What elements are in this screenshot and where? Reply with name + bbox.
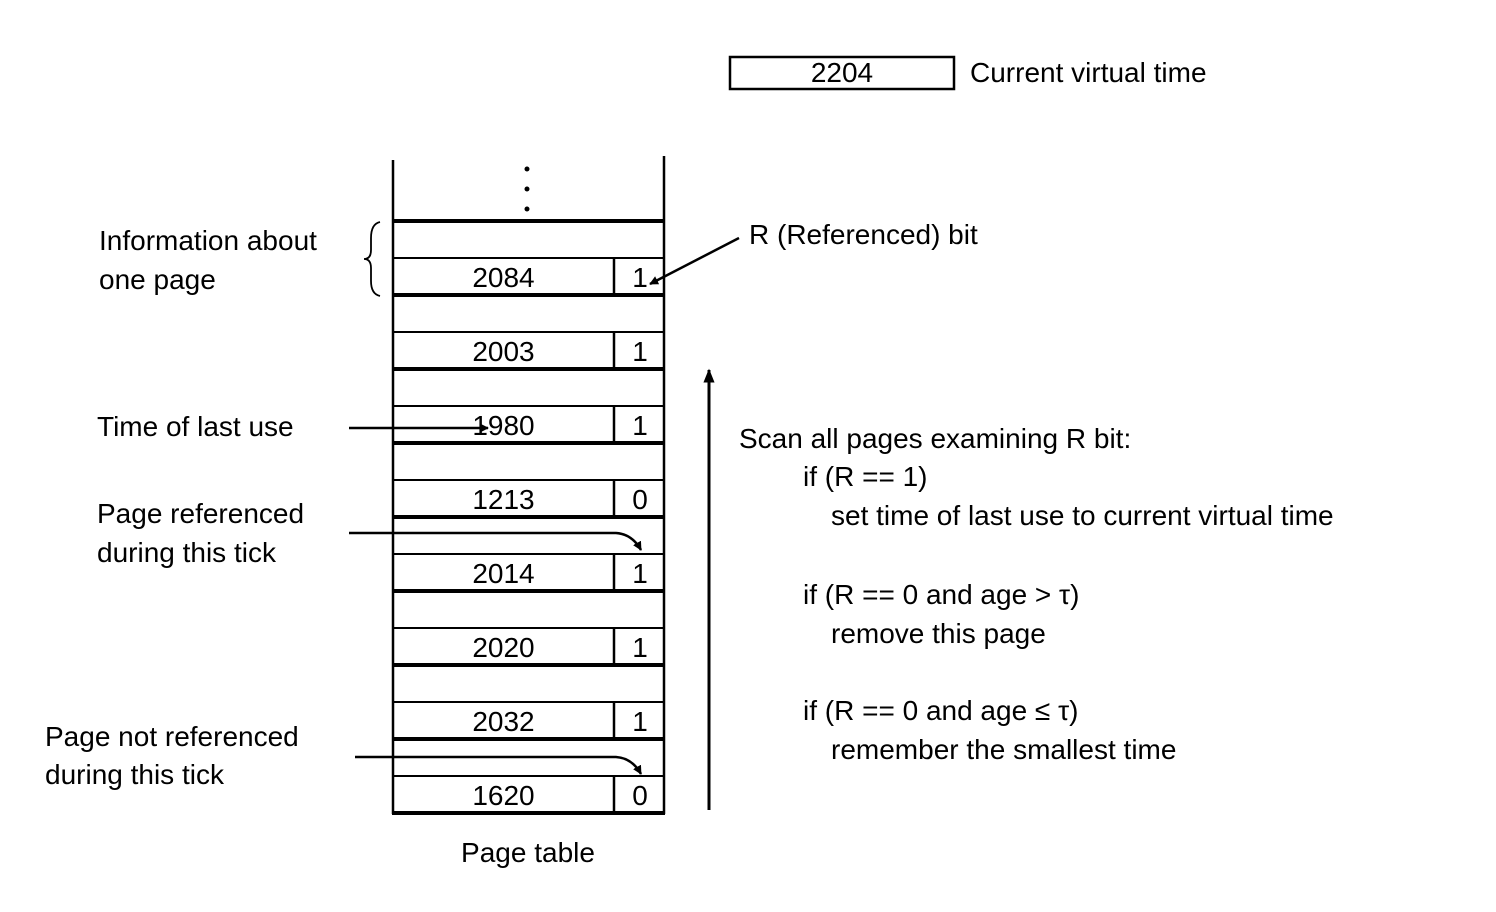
page-table-rows: 2084 1 2003 1 1980 1 1213 0 2014 1 2020 1 2032 1 1620 0 [392, 219, 665, 815]
r-bit-cell: 1 [632, 336, 648, 367]
ellipsis-dots [524, 166, 530, 212]
algorithm-line5: remove this page [831, 618, 1046, 649]
referenced-label-line2: during this tick [97, 537, 277, 568]
referenced-label-line1: Page referenced [97, 498, 304, 529]
page-entry: 1213 0 [392, 441, 665, 519]
page-entry: 2020 1 [392, 589, 665, 667]
time-of-last-use-cell: 1213 [472, 484, 534, 515]
time-of-last-use-cell: 2020 [472, 632, 534, 663]
time-of-last-use-cell: 2003 [472, 336, 534, 367]
current-time-box [728, 55, 956, 91]
time-of-last-use-label: Time of last use [97, 411, 294, 442]
time-of-last-use-cell: 1620 [472, 780, 534, 811]
r-bit-cell: 0 [632, 484, 648, 515]
time-of-last-use-cell: 2084 [472, 262, 534, 293]
r-bit-cell: 1 [632, 706, 648, 737]
info-label-line1: Information about [99, 225, 317, 256]
algorithm-line1: Scan all pages examining R bit: [739, 423, 1131, 454]
not-referenced-label-line2: during this tick [45, 759, 225, 790]
time-of-last-use-cell: 2032 [472, 706, 534, 737]
time-of-last-use-cell: 1980 [472, 410, 534, 441]
algorithm-line4: if (R == 0 and age > τ) [803, 579, 1079, 610]
page-entry: 2084 1 [392, 219, 665, 297]
algorithm-line2: if (R == 1) [803, 461, 927, 492]
current-time-label: Current virtual time [970, 57, 1207, 88]
page-table-caption: Page table [461, 837, 595, 868]
not-referenced-arrow [355, 755, 643, 775]
algorithm-line7: remember the smallest time [831, 734, 1176, 765]
page-entry: 1980 1 [392, 367, 665, 445]
r-bit-cell: 1 [632, 262, 648, 293]
page-entry: 1620 0 [392, 737, 665, 815]
r-bit-cell: 1 [632, 410, 648, 441]
info-label-line2: one page [99, 264, 216, 295]
algorithm-line6: if (R == 0 and age ≤ τ) [803, 695, 1078, 726]
current-time-value: 2204 [811, 57, 873, 88]
referenced-arrow [349, 531, 643, 551]
r-bit-cell: 0 [632, 780, 648, 811]
not-referenced-label-line1: Page not referenced [45, 721, 299, 752]
brace-icon [363, 221, 381, 297]
r-bit-arrow [649, 236, 740, 286]
time-of-last-use-cell: 2014 [472, 558, 534, 589]
r-bit-cell: 1 [632, 632, 648, 663]
page-entry: 2003 1 [392, 293, 665, 371]
r-bit-cell: 1 [632, 558, 648, 589]
algorithm-line3: set time of last use to current virtual … [831, 500, 1334, 531]
page-entry: 2014 1 [392, 515, 665, 593]
page-entry: 2032 1 [392, 663, 665, 741]
r-bit-label: R (Referenced) bit [749, 219, 978, 250]
